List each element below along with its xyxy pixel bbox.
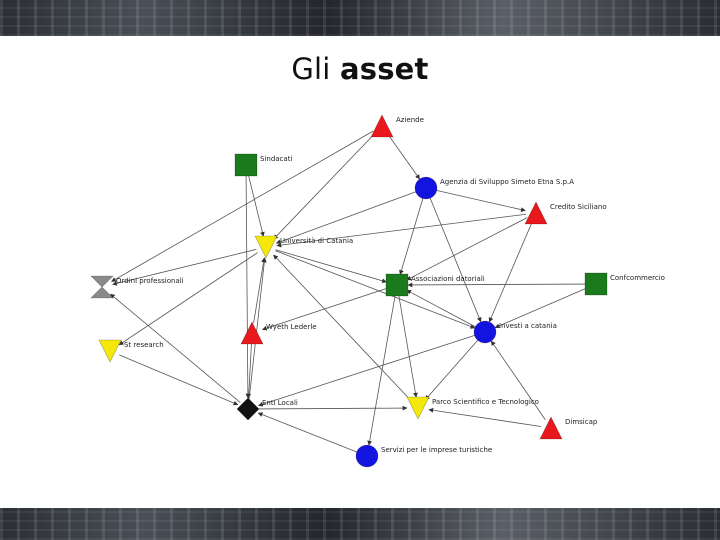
edge-universita-associazioni <box>275 249 387 284</box>
edge-investi-parco <box>424 339 479 401</box>
edge-investi-entilocali <box>258 334 476 407</box>
node-agenzia-circle-shape <box>414 176 438 200</box>
node-parco: Parco Scientifico e Tecnologico <box>406 396 539 420</box>
node-investi: Investi a catania <box>473 320 557 344</box>
node-wyeth: Wyeth Lederle <box>240 321 317 345</box>
node-agenzia-label: Agenzia di Sviluppo Simeto Etna S.p.A <box>440 178 574 186</box>
edge-aziende-universita <box>273 132 376 240</box>
node-servizi-circle-shape <box>355 444 379 468</box>
node-credito: Credito Siciliano <box>524 201 607 225</box>
node-wyeth-label: Wyeth Lederle <box>266 323 317 331</box>
edge-servizi-entilocali <box>257 412 358 453</box>
edge-investi-associazioni <box>406 289 477 328</box>
node-confcommercio-label: Confcommercio <box>610 274 665 282</box>
node-servizi-label: Servizi per le imprese turistiche <box>381 446 492 454</box>
node-agenzia: Agenzia di Sviluppo Simeto Etna S.p.A <box>414 176 574 200</box>
edge-sindacati-universita <box>247 174 265 237</box>
edge-universita-investi <box>275 250 476 329</box>
edge-dimsicap-parco <box>428 407 542 427</box>
edges-layer <box>110 130 587 453</box>
node-parco-label: Parco Scientifico e Tecnologico <box>432 398 539 406</box>
node-credito-triangle-up-shape <box>524 201 548 225</box>
node-dimsicap: Dimsicap <box>539 416 598 440</box>
edge-parco-universita <box>273 254 412 402</box>
edge-agenzia-associazioni <box>399 197 424 275</box>
node-entilocali: Enti Locali <box>236 397 298 421</box>
node-universita: Università di Catania <box>254 235 353 259</box>
edge-universita-ordini <box>112 248 257 286</box>
edge-credito-associazioni <box>406 217 528 281</box>
node-aziende-triangle-up-shape <box>370 114 394 138</box>
edge-wyeth-universita <box>253 257 266 324</box>
node-confcommercio-square-shape <box>584 272 608 296</box>
node-investi-label: Investi a catania <box>499 322 557 330</box>
node-credito-label: Credito Siciliano <box>550 203 607 211</box>
node-aziende-label: Aziende <box>396 116 424 124</box>
node-servizi: Servizi per le imprese turistiche <box>355 444 492 468</box>
node-parco-triangle-down-shape <box>406 396 430 420</box>
node-ordini: Ordini professionali <box>90 275 184 299</box>
edge-universita-stresearch <box>118 252 258 346</box>
node-universita-label: Università di Catania <box>280 237 353 245</box>
node-investi-circle-shape <box>473 320 497 344</box>
edge-sindacati-entilocali <box>245 174 251 399</box>
node-sindacati: Sindacati <box>234 153 292 177</box>
node-associazioni: Associazioni datoriali <box>385 273 485 297</box>
node-sindacati-label: Sindacati <box>260 155 292 163</box>
footer-photo-band <box>0 508 720 540</box>
node-stresearch: St research <box>98 339 164 363</box>
edge-agenzia-investi <box>429 197 482 323</box>
edge-confcommercio-investi <box>494 287 587 329</box>
title-bold: asset <box>339 52 429 86</box>
edge-entilocali-parco <box>257 405 408 411</box>
title-plain: Gli <box>291 52 331 86</box>
edge-confcommercio-associazioni <box>407 282 587 288</box>
edge-stresearch-entilocali <box>119 354 239 406</box>
edge-associazioni-parco <box>398 294 418 398</box>
edge-credito-universita <box>276 213 527 248</box>
edge-entilocali-ordini <box>110 293 241 403</box>
node-dimsicap-triangle-up-shape <box>539 416 563 440</box>
node-stresearch-triangle-down-shape <box>98 339 122 363</box>
node-associazioni-label: Associazioni datoriali <box>411 275 485 283</box>
header-photo-band <box>0 0 720 36</box>
node-aziende: Aziende <box>370 114 424 138</box>
slide-title: Gli asset <box>0 52 720 86</box>
edge-credito-investi <box>488 222 533 323</box>
node-confcommercio: Confcommercio <box>584 272 665 296</box>
node-associazioni-square-shape <box>385 273 409 297</box>
edge-aziende-ordini <box>111 130 374 282</box>
edge-dimsicap-investi <box>490 340 546 420</box>
node-universita-triangle-down-shape <box>254 235 278 259</box>
edge-aziende-agenzia <box>387 133 420 180</box>
node-ordini-label: Ordini professionali <box>116 277 184 285</box>
node-stresearch-label: St research <box>124 341 164 349</box>
node-sindacati-square-shape <box>234 153 258 177</box>
edge-associazioni-wyeth <box>261 287 388 331</box>
node-entilocali-label: Enti Locali <box>262 399 298 407</box>
edge-agenzia-universita <box>275 191 417 244</box>
node-wyeth-triangle-up-shape <box>240 321 264 345</box>
node-ordini-hourglass-shape <box>90 275 114 299</box>
node-entilocali-diamond-shape <box>236 397 260 421</box>
edge-wyeth-entilocali <box>246 342 252 399</box>
edge-agenzia-credito <box>435 189 526 212</box>
node-dimsicap-label: Dimsicap <box>565 418 598 426</box>
edge-entilocali-universita <box>248 257 267 400</box>
